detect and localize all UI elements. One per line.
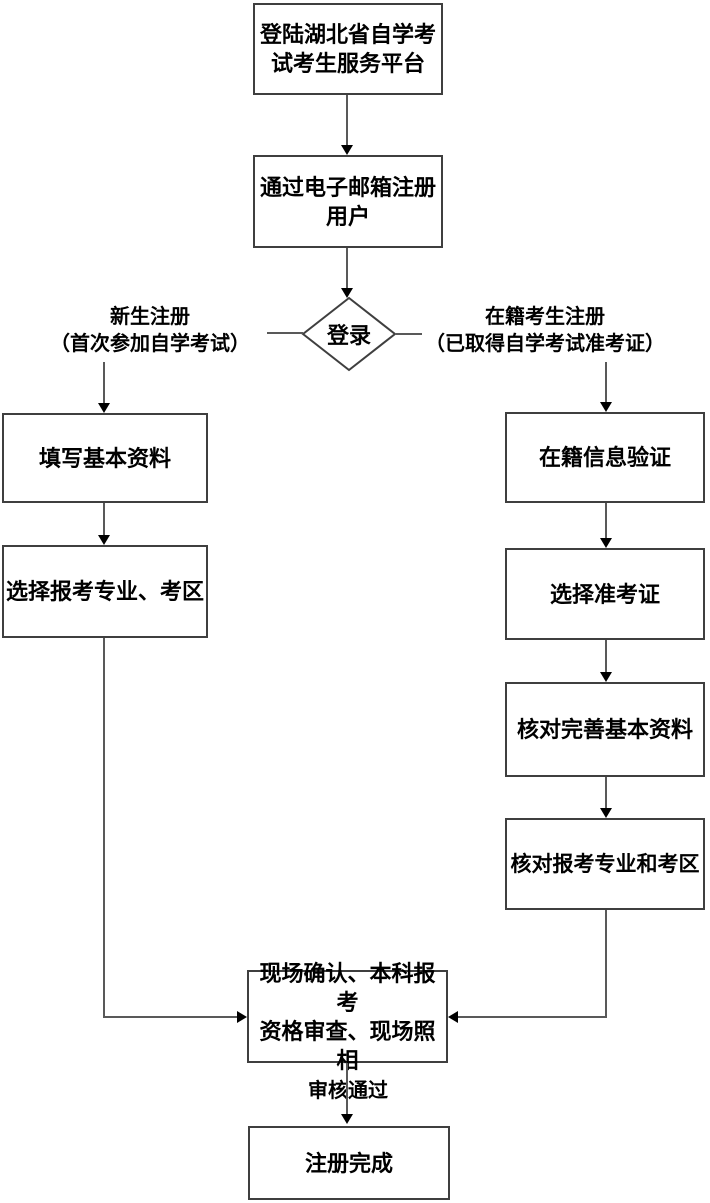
arrowhead-fillinfo-to-selectmajor [98, 535, 110, 545]
node-fill-basic-info: 填写基本资料 [2, 413, 208, 503]
arrowhead-enrolled-to-verify [600, 402, 612, 412]
node-select-ticket-label: 选择准考证 [549, 581, 660, 607]
node-verify-enrolled-info-label: 在籍信息验证 [538, 445, 671, 470]
branch-label-enrolled-student: 在籍考生注册 （已取得自学考试准考证） [425, 306, 665, 355]
edge-checkmajor-down [605, 910, 607, 1018]
node-login-platform: 登陆湖北省自学考 试考生服务平台 [253, 3, 443, 95]
node-onsite-confirm: 现场确认、本科报考 资格审查、现场照相 [247, 961, 448, 1073]
node-check-basic-info: 核对完善基本资料 [505, 682, 705, 777]
branch-label-new-student: 新生注册 （首次参加自学考试） [50, 306, 250, 355]
arrowhead-ticket-to-checkinfo [600, 672, 612, 682]
node-select-major-area: 选择报考专业、考区 [2, 545, 208, 638]
edge-platform-to-email [346, 95, 348, 147]
edge-label-review-passed: 审核通过 [287, 1078, 409, 1105]
arrowhead-newstudent-to-fillinfo [98, 403, 110, 413]
edge-decision-left-stub [267, 332, 303, 334]
node-login-decision-label: 登录 [326, 323, 371, 348]
node-register-complete: 注册完成 [248, 1126, 450, 1200]
edge-onsite-to-complete [346, 1063, 348, 1116]
arrowhead-selectmajor-to-onsite [237, 1011, 247, 1023]
arrowhead-email-to-decision [341, 288, 353, 298]
node-check-major-area-label: 核对报考专业和考区 [510, 852, 700, 876]
arrowhead-platform-to-email [341, 145, 353, 155]
node-login-decision: 登录 [301, 296, 397, 372]
edge-selectmajor-down [103, 638, 105, 1018]
edge-newstudent-to-fillinfo [103, 362, 105, 405]
edge-ticket-to-checkinfo [605, 640, 607, 674]
edge-fillinfo-to-selectmajor [103, 503, 105, 537]
edge-email-to-decision [346, 248, 348, 290]
node-verify-enrolled-info: 在籍信息验证 [505, 412, 705, 503]
edge-checkinfo-to-checkmajor [605, 777, 607, 810]
node-register-complete-label: 注册完成 [304, 1150, 393, 1176]
node-login-platform-label: 登陆湖北省自学考 试考生服务平台 [259, 22, 436, 76]
node-select-major-area-label: 选择报考专业、考区 [5, 579, 204, 604]
arrowhead-checkmajor-to-onsite [448, 1011, 458, 1023]
arrowhead-verify-to-ticket [600, 538, 612, 548]
node-check-major-area: 核对报考专业和考区 [505, 818, 705, 910]
node-check-basic-info-label: 核对完善基本资料 [516, 717, 693, 742]
node-onsite-confirm-label: 现场确认、本科报考 资格审查、现场照相 [259, 960, 436, 1073]
arrowhead-onsite-to-complete [341, 1114, 353, 1124]
edge-selectmajor-to-onsite [103, 1016, 239, 1018]
arrowhead-checkinfo-to-checkmajor [600, 808, 612, 818]
edge-enrolled-to-verify [605, 362, 607, 404]
node-fill-basic-info-label: 填写基本资料 [38, 445, 171, 471]
node-register-email-label: 通过电子邮箱注册 用户 [259, 174, 436, 229]
diamond-outline [301, 296, 397, 372]
node-register-email: 通过电子邮箱注册 用户 [253, 155, 443, 248]
node-select-ticket: 选择准考证 [505, 548, 705, 640]
login-decision-diamond-shape [301, 296, 397, 372]
edge-checkmajor-to-onsite [458, 1016, 607, 1018]
edge-verify-to-ticket [605, 503, 607, 540]
edge-decision-right-stub [396, 333, 422, 335]
